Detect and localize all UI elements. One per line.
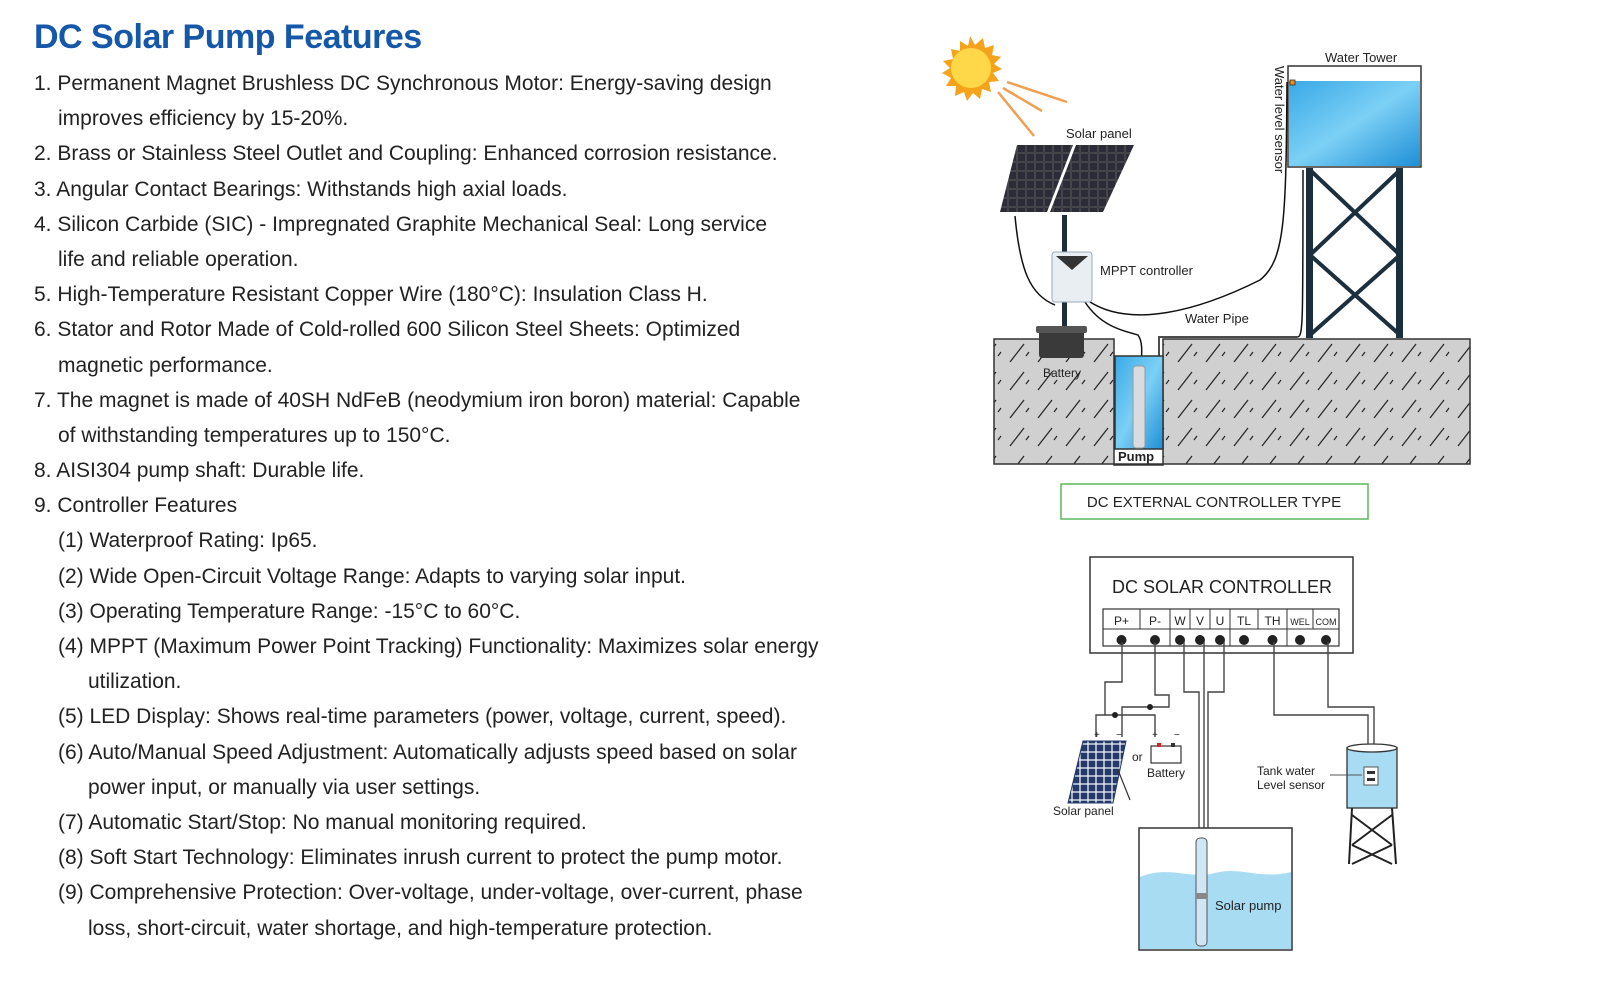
tank-sensor-label-1: Tank water xyxy=(1257,764,1315,778)
feature-item-continuation: life and reliable operation. xyxy=(58,247,299,271)
terminal-label: TL xyxy=(1237,614,1251,628)
feature-list: 1. Permanent Magnet Brushless DC Synchro… xyxy=(34,66,914,946)
controller-feature-item: (2) Wide Open-Circuit Voltage Range: Ada… xyxy=(58,564,686,588)
feature-item: 1. Permanent Magnet Brushless DC Synchro… xyxy=(34,72,772,95)
controller-feature-item-continuation: utilization. xyxy=(88,670,182,694)
controller-feature-item: (8) Soft Start Technology: Eliminates in… xyxy=(58,846,783,870)
feature-item: 9. Controller Features xyxy=(34,494,238,518)
terminal-label: U xyxy=(1216,614,1225,628)
battery-icon xyxy=(1150,743,1182,764)
terminal-label: COM xyxy=(1316,617,1337,627)
terminal-screw xyxy=(1175,635,1185,645)
controller-feature-item-continuation: loss, short-circuit, water shortage, and… xyxy=(88,916,713,940)
sun-rays xyxy=(997,80,1068,137)
mppt-controller-label: MPPT controller xyxy=(1100,263,1194,278)
terminal-screw xyxy=(1150,635,1160,645)
water-pipe-label: Water Pipe xyxy=(1185,311,1249,326)
controller-feature-item: (9) Comprehensive Protection: Over-volta… xyxy=(58,881,803,905)
water xyxy=(1140,870,1291,949)
battery-minus: − xyxy=(1174,730,1180,741)
water-level-sensor-label: Water level sensor xyxy=(1272,66,1287,174)
panel-plus: + xyxy=(1094,730,1100,741)
solar-panel-label-2: Solar panel xyxy=(1053,804,1114,818)
tank-sensor-label-2: Level sensor xyxy=(1257,778,1325,792)
panel-minus: − xyxy=(1116,730,1122,741)
controller-feature-item: (6) Auto/Manual Speed Adjustment: Automa… xyxy=(58,740,797,764)
terminal-screw xyxy=(1295,635,1305,645)
terminal-label: P+ xyxy=(1114,614,1129,628)
solar-panel-icon xyxy=(1067,740,1127,804)
feature-item: 5. High-Temperature Resistant Copper Wir… xyxy=(34,283,708,307)
feature-item: 8. AISI304 pump shaft: Durable life. xyxy=(34,459,365,483)
controller-feature-item: (3) Operating Temperature Range: -15°C t… xyxy=(58,599,521,623)
tank-icon xyxy=(1346,743,1398,865)
terminal-screw xyxy=(1321,635,1331,645)
terminal-screw xyxy=(1267,635,1278,645)
solar-pump-label: Solar pump xyxy=(1215,898,1281,913)
caption-text: DC EXTERNAL CONTROLLER TYPE xyxy=(1087,494,1341,511)
terminal-label: V xyxy=(1196,614,1204,628)
sun-icon xyxy=(942,36,1002,101)
sensor-icon xyxy=(1289,79,1296,86)
battery-icon xyxy=(1036,326,1087,358)
caption-box xyxy=(1060,483,1369,520)
feature-item-continuation: of withstanding temperatures up to 150°C… xyxy=(58,423,451,447)
page-title: DC Solar Pump Features xyxy=(34,18,422,56)
battery-label: Battery xyxy=(1043,366,1081,380)
feature-item: 3. Angular Contact Bearings: Withstands … xyxy=(34,177,568,201)
wiring-lines xyxy=(1095,642,1375,828)
solar-pump-icon xyxy=(1195,837,1208,947)
feature-item-continuation: improves efficiency by 15-20%. xyxy=(58,107,349,131)
battery-plus: + xyxy=(1152,730,1158,741)
terminal-label: W xyxy=(1174,614,1186,628)
feature-item: 6. Stator and Rotor Made of Cold-rolled … xyxy=(34,318,741,342)
pump-icon xyxy=(1132,365,1146,449)
or-label: or xyxy=(1132,750,1143,764)
terminal-screw xyxy=(1195,635,1205,645)
controller-feature-item: (7) Automatic Start/Stop: No manual moni… xyxy=(58,810,587,834)
feature-item: 7. The magnet is made of 40SH NdFeB (neo… xyxy=(34,388,801,412)
terminal-label: TH xyxy=(1265,614,1281,628)
controller-title: DC SOLAR CONTROLLER xyxy=(1112,577,1332,597)
solar-panel-icon xyxy=(1000,145,1134,335)
diagram-external-controller: Solar panel Water Tower Water level sens… xyxy=(942,36,1471,520)
water-tower-label: Water Tower xyxy=(1325,50,1398,65)
pump-label: Pump xyxy=(1118,449,1154,464)
terminal-label: WEL xyxy=(1290,617,1310,627)
controller-feature-item: (5) LED Display: Shows real-time paramet… xyxy=(58,705,787,729)
terminal-screw xyxy=(1239,635,1249,645)
water-tower xyxy=(1287,65,1422,338)
controller-feature-item-continuation: power input, or manually via user settin… xyxy=(88,775,481,799)
terminal-label: P- xyxy=(1149,614,1161,628)
ground xyxy=(993,338,1471,466)
controller-feature-item: (1) Waterproof Rating: Ip65. xyxy=(58,529,318,553)
feature-item: 4. Silicon Carbide (SIC) - Impregnated G… xyxy=(34,212,768,236)
solar-panel-label: Solar panel xyxy=(1066,126,1132,141)
battery-label-2: Battery xyxy=(1147,766,1185,780)
mppt-controller-icon xyxy=(1051,251,1093,303)
terminal-screw xyxy=(1116,635,1127,645)
feature-item-continuation: magnetic performance. xyxy=(58,353,273,377)
feature-item: 2. Brass or Stainless Steel Outlet and C… xyxy=(34,142,778,166)
terminal-screw xyxy=(1215,635,1225,645)
controller-feature-item: (4) MPPT (Maximum Power Point Tracking) … xyxy=(58,635,819,658)
